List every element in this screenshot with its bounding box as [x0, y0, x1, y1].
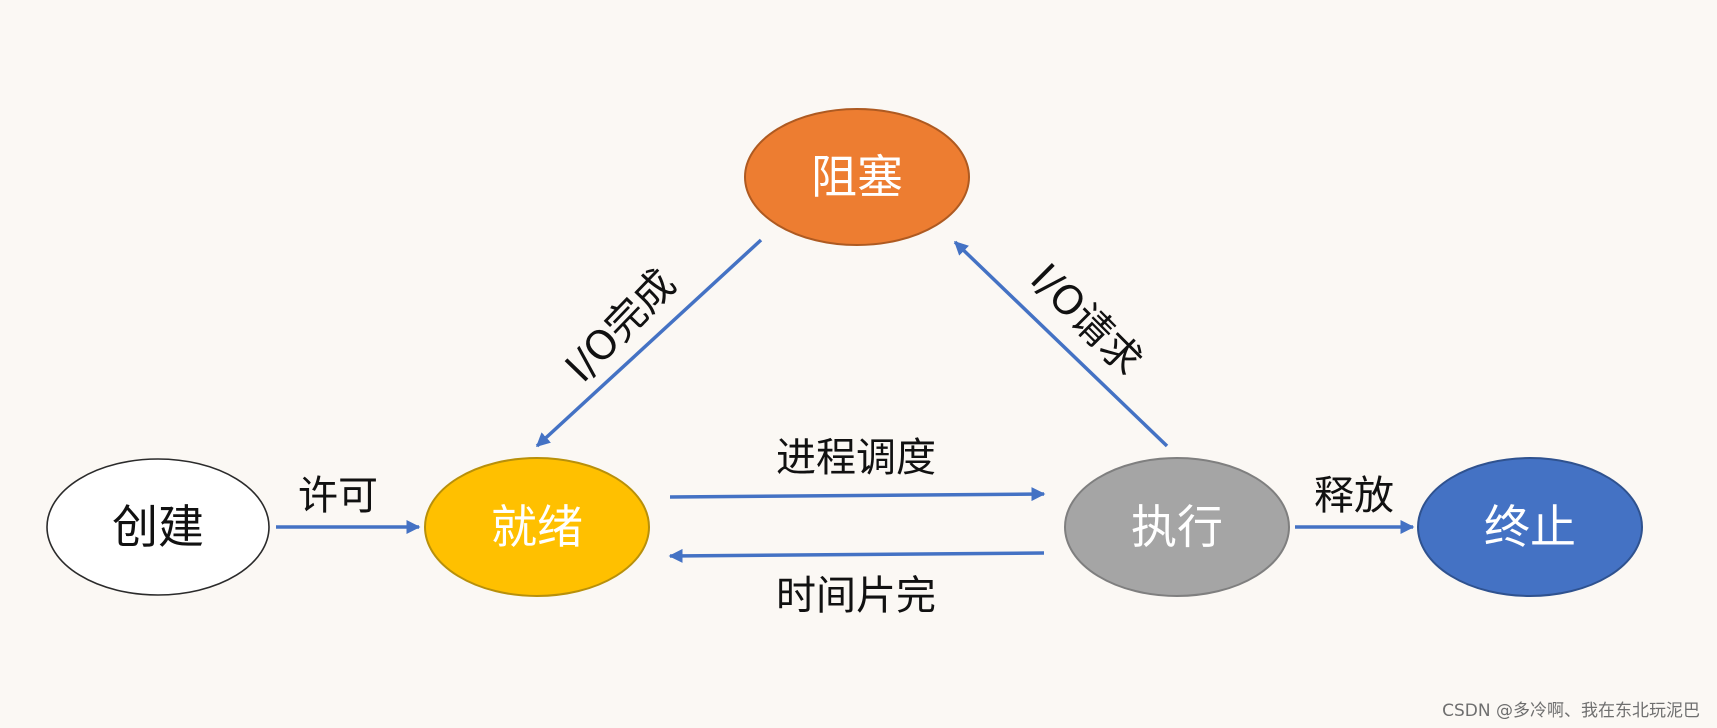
node-running-label: 执行 [1131, 500, 1223, 554]
node-terminated: 终止 [1417, 457, 1643, 597]
node-ready: 就绪 [424, 457, 650, 597]
edge-label-process-scheduling: 进程调度 [776, 435, 936, 481]
watermark: CSDN @多冷啊、我在东北玩泥巴 [1442, 701, 1700, 721]
edge-label-io-request: I/O请求 [1021, 255, 1150, 384]
edge-label-permit: 许可 [298, 473, 378, 519]
node-ready-label: 就绪 [491, 500, 583, 554]
node-create-label: 创建 [112, 500, 204, 554]
node-create: 创建 [46, 458, 270, 596]
node-blocked-label: 阻塞 [811, 150, 903, 204]
node-blocked: 阻塞 [744, 108, 970, 246]
edge-blocked-to-ready [535, 238, 763, 448]
edge-label-time-slice-end: 时间片完 [776, 573, 936, 619]
node-terminated-label: 终止 [1484, 500, 1576, 554]
edge-label-release: 释放 [1314, 473, 1394, 519]
edge-ready-to-running [669, 487, 1046, 502]
node-running: 执行 [1064, 457, 1290, 597]
edge-running-to-ready [668, 548, 1045, 563]
edge-running-to-blocked [953, 240, 1169, 448]
